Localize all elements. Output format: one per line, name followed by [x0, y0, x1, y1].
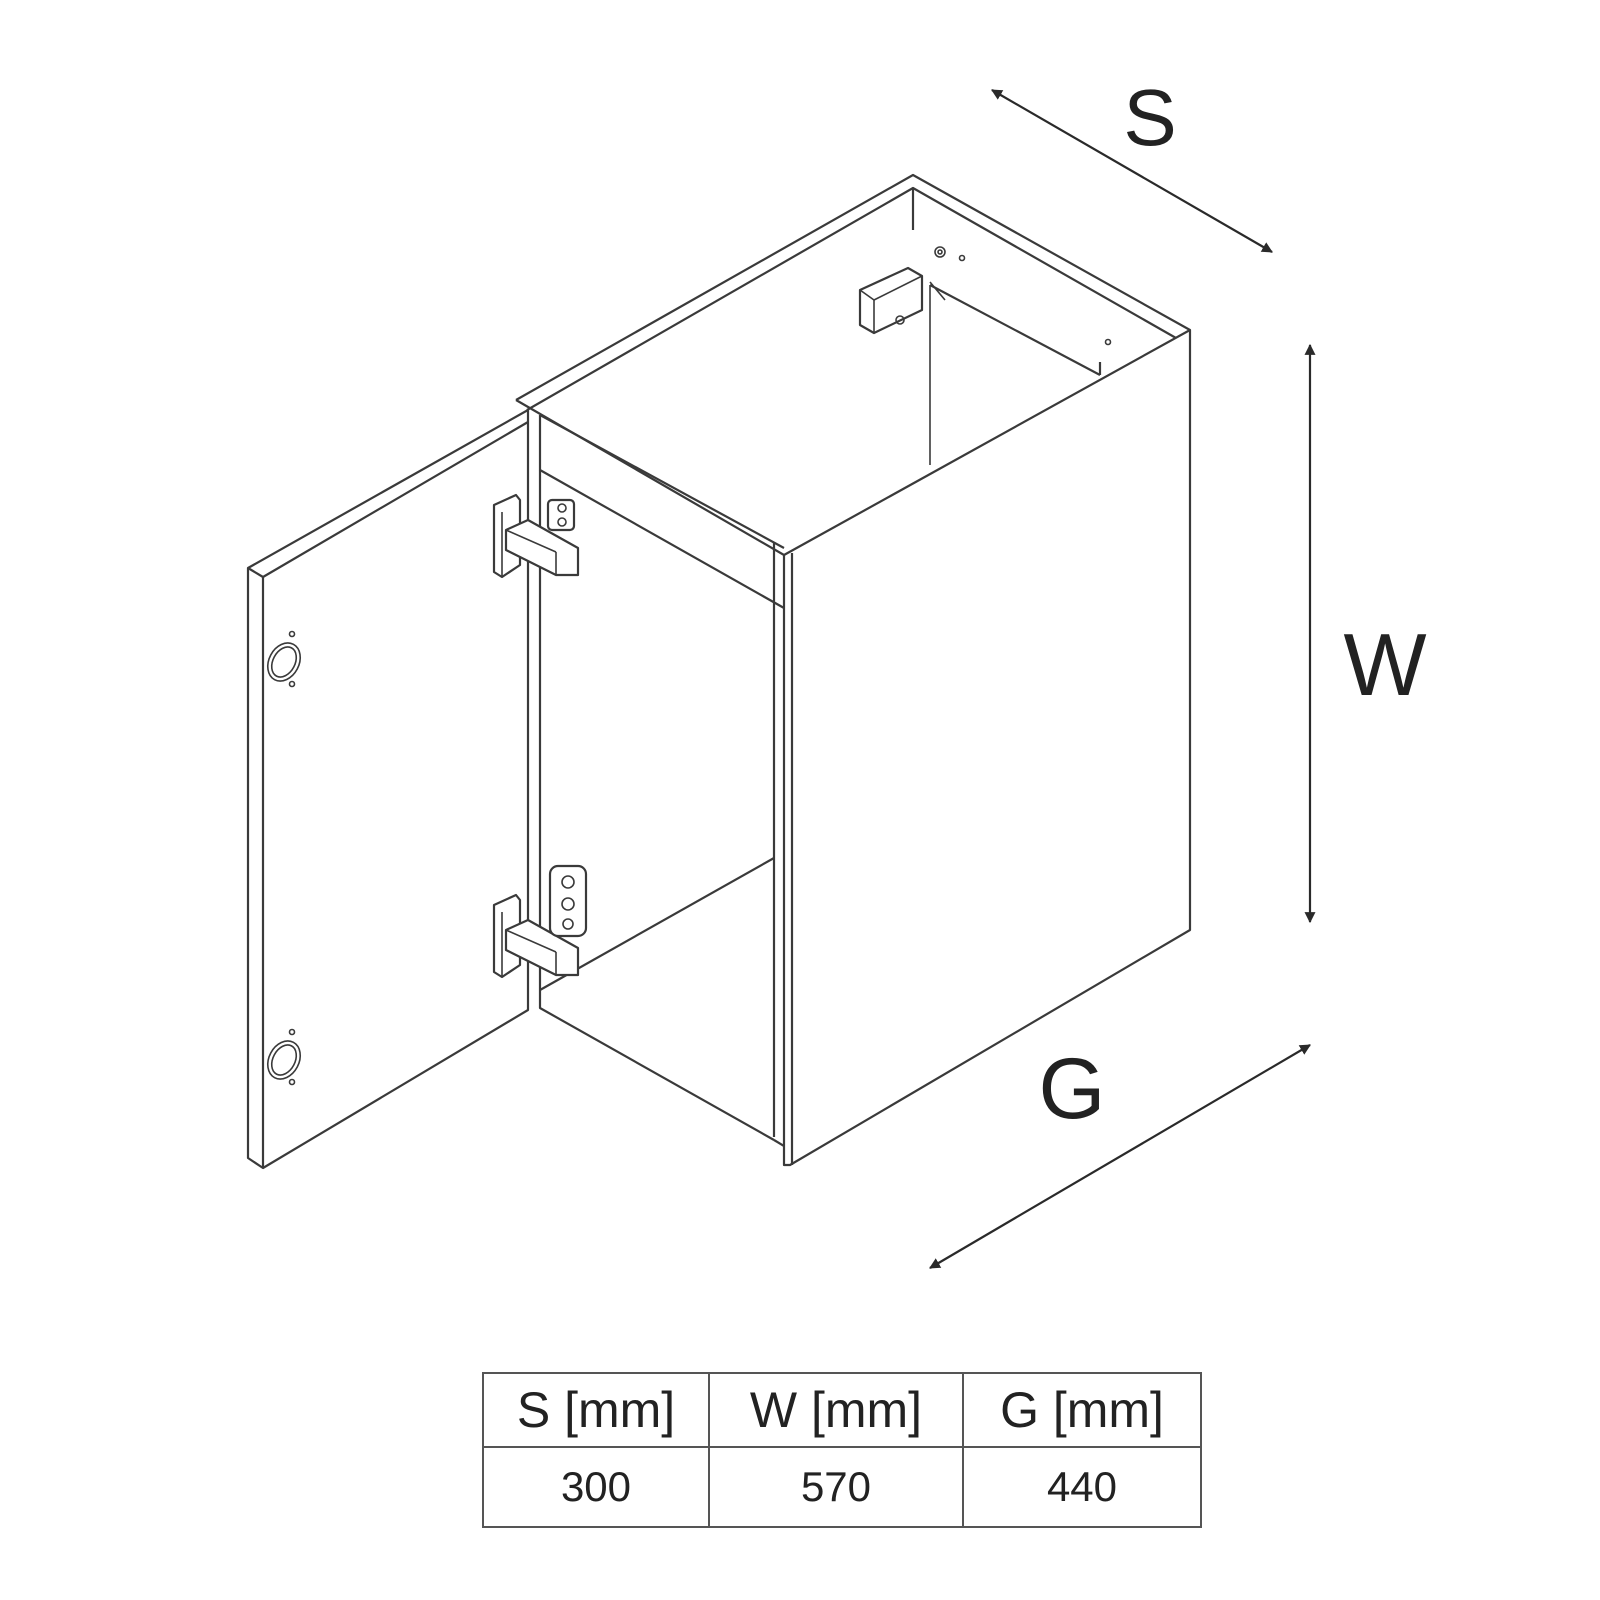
table-header-cell: G [mm]: [962, 1372, 1202, 1448]
table-cell: 440: [962, 1446, 1202, 1528]
table-header-row: S [mm] W [mm] G [mm]: [482, 1372, 1202, 1448]
dimensions-table: S [mm] W [mm] G [mm] 300 570 440: [482, 1372, 1202, 1528]
table-header-cell: S [mm]: [482, 1372, 710, 1448]
table-cell: 300: [482, 1446, 710, 1528]
width-label: S: [1123, 73, 1176, 162]
table-row: 300 570 440: [482, 1446, 1202, 1528]
table-header-cell: W [mm]: [708, 1372, 964, 1448]
cabinet-diagram: S W G: [246, 73, 1427, 1269]
height-label: W: [1343, 615, 1426, 714]
width-dimension-arrow: [991, 89, 1273, 253]
cabinet-door: [246, 408, 530, 1170]
table-cell: 570: [708, 1446, 964, 1528]
cabinet-carcass: [515, 173, 1192, 1167]
hinge-lower: [492, 864, 588, 979]
depth-label: G: [1039, 1041, 1106, 1137]
hinge-upper: [492, 493, 580, 579]
mounting-bracket: [858, 246, 1112, 346]
depth-dimension-arrow: [929, 1044, 1311, 1269]
